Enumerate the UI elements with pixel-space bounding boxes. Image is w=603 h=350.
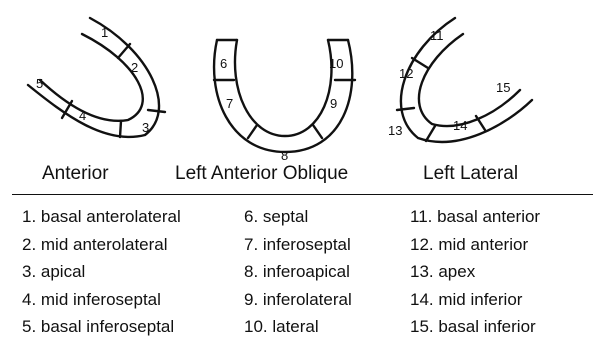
segment-number: 1 xyxy=(101,25,108,40)
segment-number: 15 xyxy=(496,80,510,95)
legend-item: 14. mid inferior xyxy=(410,286,540,314)
anterior-outer-wall xyxy=(28,18,159,137)
segment-number: 10 xyxy=(329,56,343,71)
ventricle-diagram: 1 2 3 4 5 6 7 8 9 10 11 12 13 14 15 xyxy=(0,0,603,190)
segment-number: 5 xyxy=(36,76,43,91)
legend-item: 13. apex xyxy=(410,258,540,286)
view-label-left-lateral: Left Lateral xyxy=(423,163,518,185)
segment-number: 13 xyxy=(388,123,402,138)
lao-divider-7-8 xyxy=(248,125,257,138)
lao-inner-wall xyxy=(235,40,332,136)
legend-item: 15. basal inferior xyxy=(410,313,540,341)
anterior-divider-3-4 xyxy=(120,121,121,137)
legend-item: 9. inferolateral xyxy=(244,286,352,314)
legend-item: 7. inferoseptal xyxy=(244,231,352,259)
anterior-divider-2-3 xyxy=(148,110,165,112)
segment-number: 11 xyxy=(430,28,444,43)
anterior-divider-1-2 xyxy=(118,44,130,58)
legend-item: 1. basal anterolateral xyxy=(22,203,181,231)
segment-number: 8 xyxy=(281,148,288,163)
legend-column-2: 6. septal 7. inferoseptal 8. inferoapica… xyxy=(244,203,352,341)
segment-number: 12 xyxy=(399,66,413,81)
view-label-lao: Left Anterior Oblique xyxy=(175,163,348,185)
legend-item: 3. apical xyxy=(22,258,181,286)
legend-item: 12. mid anterior xyxy=(410,231,540,259)
legend-column-1: 1. basal anterolateral 2. mid anterolate… xyxy=(22,203,181,341)
legend-item: 2. mid anterolateral xyxy=(22,231,181,259)
segment-number: 14 xyxy=(453,118,467,133)
legend-item: 4. mid inferoseptal xyxy=(22,286,181,314)
legend-item: 5. basal inferoseptal xyxy=(22,313,181,341)
legend-item: 8. inferoapical xyxy=(244,258,352,286)
legend-column-3: 11. basal anterior 12. mid anterior 13. … xyxy=(410,203,540,341)
segment-number: 2 xyxy=(131,60,138,75)
legend-item: 11. basal anterior xyxy=(410,203,540,231)
view-label-anterior: Anterior xyxy=(42,163,109,185)
legend-item: 6. septal xyxy=(244,203,352,231)
lateral-divider-13-14 xyxy=(426,126,435,141)
lateral-divider-11-12 xyxy=(412,58,428,68)
segment-number: 3 xyxy=(142,120,149,135)
lao-divider-8-9 xyxy=(313,125,322,138)
legend-item: 10. lateral xyxy=(244,313,352,341)
divider-line xyxy=(12,194,593,195)
segment-number: 7 xyxy=(226,96,233,111)
segment-number: 9 xyxy=(330,96,337,111)
segment-number: 6 xyxy=(220,56,227,71)
segment-number: 4 xyxy=(79,108,86,123)
lateral-divider-12-13 xyxy=(397,108,414,110)
